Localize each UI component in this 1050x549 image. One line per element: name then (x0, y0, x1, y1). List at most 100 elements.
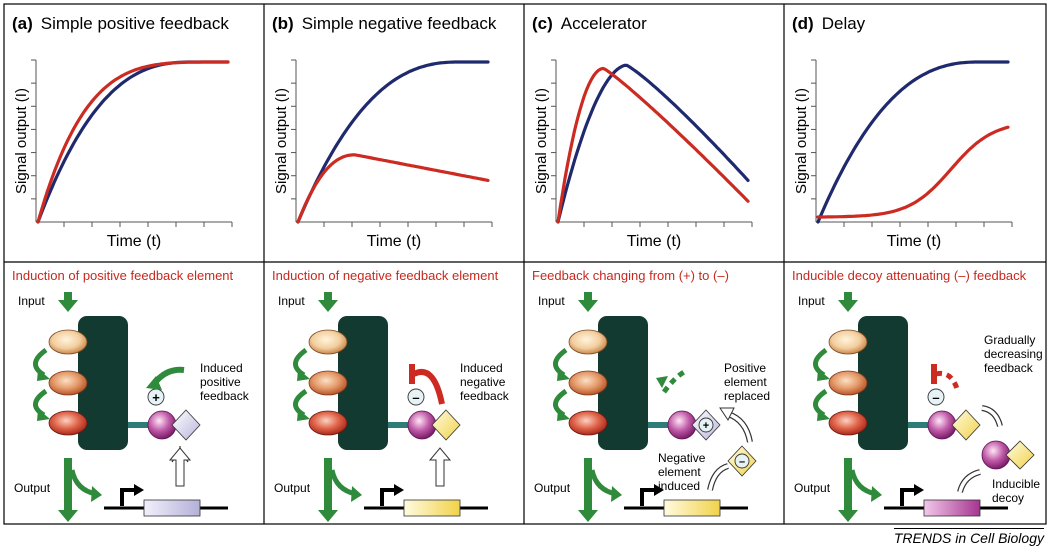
arrowhead-icon (719, 407, 735, 421)
signal-element-bottom (48, 410, 88, 436)
output-arrow-icon (838, 458, 858, 522)
output-label: Output (274, 481, 311, 495)
plus-badge-icon (698, 417, 714, 433)
schematic-title: Induction of negative feedback element (272, 268, 499, 283)
figure-border (3, 3, 1047, 525)
panel-letter: (a) (12, 14, 33, 33)
decoy-diamond (1005, 440, 1035, 470)
arrowhead-icon (557, 369, 570, 381)
plus-sign-icon: + (152, 390, 160, 405)
plus-sign-icon: + (703, 420, 709, 432)
signal-element-middle (308, 370, 348, 396)
signal-element-bottom (308, 410, 348, 436)
arrowhead-icon (91, 486, 102, 502)
arrowhead-icon (557, 409, 570, 421)
cascade-arrow-icon (813, 347, 828, 378)
receptor-block (338, 316, 388, 450)
output-label: Output (794, 481, 831, 495)
signal-element-top (568, 329, 608, 355)
feedback-diamond (431, 409, 461, 441)
input-arrow-icon (318, 292, 338, 312)
minus-badge-icon (734, 453, 750, 469)
x-axis-label: Time (t) (627, 233, 682, 250)
receptor-block (78, 316, 128, 450)
annotation-text: Gradually (984, 333, 1035, 347)
minus-sign-icon: – (932, 390, 939, 405)
arrowhead-icon (394, 484, 404, 496)
connector-bar (648, 422, 672, 428)
annotation-text: Induced (200, 361, 243, 375)
signal-element-middle (828, 370, 868, 396)
arrowhead-icon (611, 486, 622, 502)
panel-letter: (c) (532, 14, 553, 33)
annotation-text-secondary: element (658, 465, 701, 479)
output-arrow-icon (578, 458, 598, 522)
arrowhead-icon (654, 484, 664, 496)
arrowhead-icon (37, 409, 50, 421)
cascade-arrow-icon (293, 347, 308, 378)
input-label: Input (538, 294, 565, 308)
arrowhead-icon (914, 484, 924, 496)
panel-letter: (b) (272, 14, 294, 33)
red-curve (816, 125, 1010, 219)
cascade-arrow-icon (33, 347, 48, 378)
panel-title-text: Delay (822, 14, 866, 33)
output-arrow-icon (58, 458, 78, 522)
promoter-arrow-icon (380, 488, 396, 506)
arrowhead-icon (146, 376, 162, 390)
signal-element-top (308, 329, 348, 355)
promoter-arrow-icon (900, 488, 916, 506)
gene-box (143, 499, 201, 517)
induction-arrow-icon (168, 447, 192, 487)
panel-title-text: Simple positive feedback (41, 14, 230, 33)
annotation-text: positive (200, 375, 241, 389)
promoter-arrow-icon (120, 488, 136, 506)
annotation-text-secondary: decoy (992, 491, 1024, 505)
schematic-title: Feedback changing from (+) to (–) (532, 268, 729, 283)
induction-arrow-icon (428, 447, 452, 487)
output-label: Output (14, 481, 51, 495)
arrowhead-icon (656, 376, 668, 388)
input-label: Input (798, 294, 825, 308)
input-label: Input (278, 294, 305, 308)
feedback-diamond (171, 409, 201, 441)
annotation-text: Induced (460, 361, 503, 375)
y-axis-label: Signal output (I) (793, 88, 810, 194)
promoter-arrow-icon (640, 488, 656, 506)
x-axis-label: Time (t) (107, 233, 162, 250)
arrowhead-icon (297, 369, 310, 381)
red-curve (36, 60, 230, 224)
signal-element-middle (568, 370, 608, 396)
x-axis-label: Time (t) (887, 233, 942, 250)
y-axis-label: Signal output (I) (13, 88, 30, 194)
arrowhead-icon (297, 409, 310, 421)
schematic-title: Induction of positive feedback element (12, 268, 234, 283)
arrowhead-icon (351, 486, 362, 502)
connector-bar (908, 422, 932, 428)
red-curve (556, 66, 750, 224)
annotation-text-secondary: induced (658, 479, 700, 493)
input-arrow-icon (578, 292, 598, 312)
weakening-negative-arrow-icon (935, 370, 961, 393)
receptor-block (858, 316, 908, 450)
gene-box (663, 499, 721, 517)
arrowhead-icon (871, 486, 882, 502)
negative-feedback-arrow-icon (412, 369, 445, 405)
signal-element-top (48, 329, 88, 355)
arrowhead-icon (817, 369, 830, 381)
signal-element-bottom (828, 410, 868, 436)
minus-badge-icon (407, 388, 425, 406)
annotation-text-secondary: Inducible (992, 477, 1040, 491)
annotation-text: replaced (724, 389, 770, 403)
panel-title-text: Accelerator (561, 14, 647, 33)
connector-bar (388, 422, 412, 428)
y-axis-label: Signal output (I) (533, 88, 550, 194)
minus-badge-icon (927, 388, 945, 406)
induction-arrow-icon (958, 470, 981, 493)
blue-curve (556, 63, 750, 224)
